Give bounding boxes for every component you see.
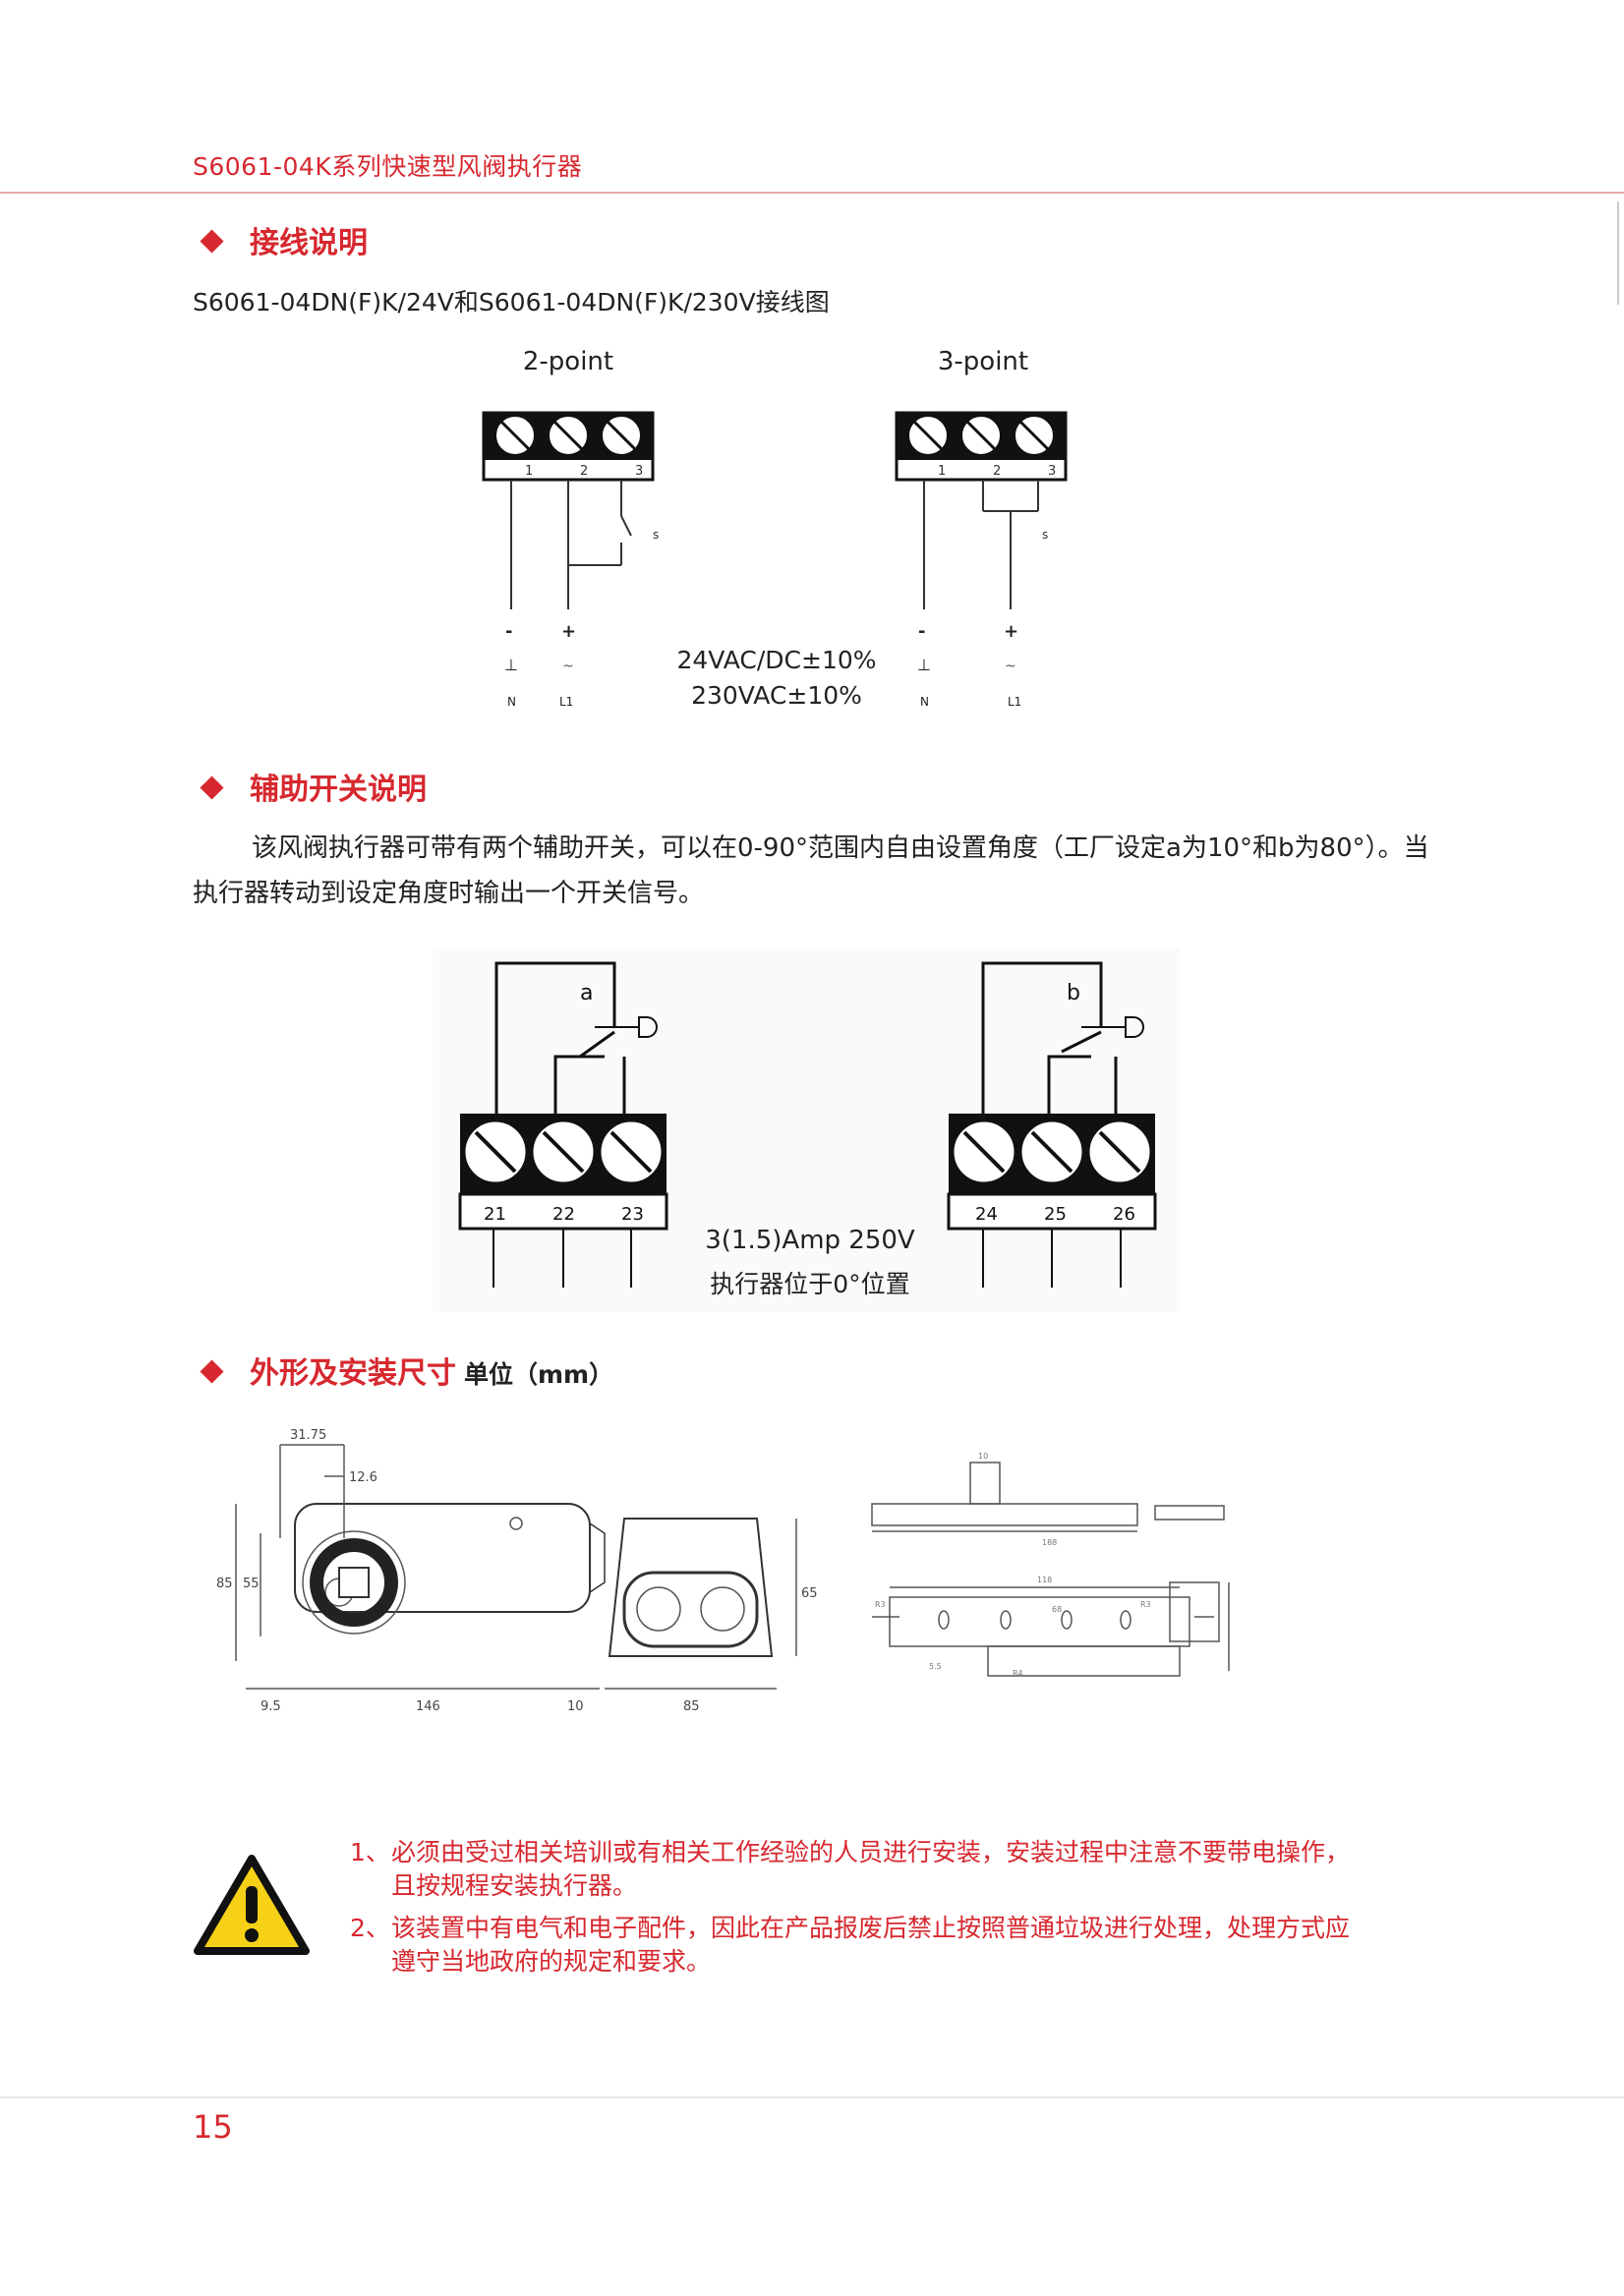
dimension-drawing: 31.75 12.6 85 55 9.5 146 10 85 65 188 10… [216,1428,1230,1714]
dimensions-unit: 单位（mm） [464,1360,614,1389]
diamond-bullet-icon [200,229,224,254]
document-header-title: S6061-04K系列快速型风阀执行器 [193,152,583,181]
switch-b-label: b [1067,981,1080,1005]
section-aux-switch-title: 辅助开关说明 [250,773,427,807]
wiring-diagram-subtitle: S6061-04DN(F)K/24V和S6061-04DN(F)K/230V接线… [193,288,830,316]
switch-s-label: s [653,528,659,542]
terminal-num: 23 [621,1204,644,1225]
switch-s-label: s [1042,528,1048,542]
terminal-num: 2 [580,464,588,479]
svg-text:R3: R3 [1140,1600,1151,1609]
terminal-num: 2 [993,464,1001,479]
header-divider [0,192,1624,194]
svg-text:10: 10 [978,1452,988,1461]
svg-text:118: 118 [1037,1576,1052,1584]
dim-10: 10 [567,1699,584,1714]
svg-text:5.5: 5.5 [929,1662,942,1671]
ac-icon: ~ [1005,659,1016,674]
wiring-diagram-2point: 2-point 1 2 3 s - + ⊥ ~ N L1 [482,347,659,709]
terminal-num: 25 [1044,1204,1067,1225]
svg-text:N: N [507,695,516,709]
aux-switch-a-diagram: a 21 22 23 [458,961,668,1288]
warning-item-1: 1、必须由受过相关培训或有相关工作经验的人员进行安装，安装过程中注意不要带电操作… [350,1838,1351,1900]
dim-55-height: 55 [243,1577,260,1591]
warning-item-2: 2、该装置中有电气和电子配件，因此在产品报废后禁止按照普通垃圾进行处理，处理方式… [350,1914,1351,1976]
terminal-num: 3 [1048,464,1056,479]
svg-text:-: - [918,621,925,642]
ground-icon: ⊥ [504,656,518,674]
svg-text:68: 68 [1052,1605,1062,1614]
terminal-num: 24 [975,1204,998,1225]
svg-text:-: - [505,621,512,642]
dim-65: 65 [801,1586,818,1601]
dim-85-depth: 85 [683,1699,700,1714]
ground-icon: ⊥ [917,656,931,674]
terminal-num: 1 [525,464,533,479]
dim-85-height: 85 [216,1577,233,1591]
wiring-diagrams: 2-point 1 2 3 s - + ⊥ ~ N L1 3-point [482,347,1068,710]
svg-text:+: + [561,621,576,642]
voltage-label-2: 230VAC±10% [691,681,862,710]
svg-text:N: N [920,695,929,709]
dim-9-5: 9.5 [261,1699,281,1714]
terminal-num: 1 [938,464,946,479]
dim-12-6: 12.6 [349,1470,377,1485]
dim-146: 146 [416,1699,440,1714]
page-edge-mark [1617,201,1619,305]
aux-switch-diagrams: a 21 22 23 b 24 2 [433,948,1180,1312]
aux-switch-b-diagram: b 24 25 26 [947,961,1157,1288]
svg-text:L1: L1 [1008,695,1021,709]
terminal-num: 3 [635,464,643,479]
terminal-num: 22 [552,1204,575,1225]
section-dimensions-title: 外形及安装尺寸 [250,1356,456,1391]
section-wiring-title: 接线说明 [250,226,368,260]
diamond-bullet-icon [200,775,224,800]
footer-divider [0,2096,1624,2098]
switch-a-label: a [580,981,593,1005]
page-number: 15 [193,2108,233,2146]
svg-text:L1: L1 [559,695,573,709]
switch-rating: 3(1.5)Amp 250V [705,1226,915,1255]
wiring-diagram-3point: 3-point 1 2 3 s - + ⊥ ~ N L1 [895,347,1068,709]
svg-text:R4: R4 [1013,1669,1023,1678]
terminal-num: 21 [484,1204,506,1225]
section-dimensions-heading: 外形及安装尺寸单位（mm） [200,1349,614,1392]
svg-text:R3: R3 [875,1600,886,1609]
section-wiring-heading: 接线说明 [200,218,368,261]
diagram-3point-label: 3-point [938,347,1028,376]
diamond-bullet-icon [200,1359,224,1384]
switch-position-note: 执行器位于0°位置 [710,1270,909,1298]
svg-text:188: 188 [1042,1538,1057,1547]
section-aux-switch-heading: 辅助开关说明 [200,765,427,808]
diagram-2point-label: 2-point [523,347,613,376]
ac-icon: ~ [562,659,574,674]
warning-icon [194,1855,310,1955]
svg-text:+: + [1004,621,1018,642]
aux-switch-paragraph: 该风阀执行器可带有两个辅助开关，可以在0-90°范围内自由设置角度（工厂设定a为… [193,833,1429,908]
voltage-label-1: 24VAC/DC±10% [676,646,876,674]
dim-31-75: 31.75 [290,1428,326,1443]
terminal-num: 26 [1113,1204,1135,1225]
